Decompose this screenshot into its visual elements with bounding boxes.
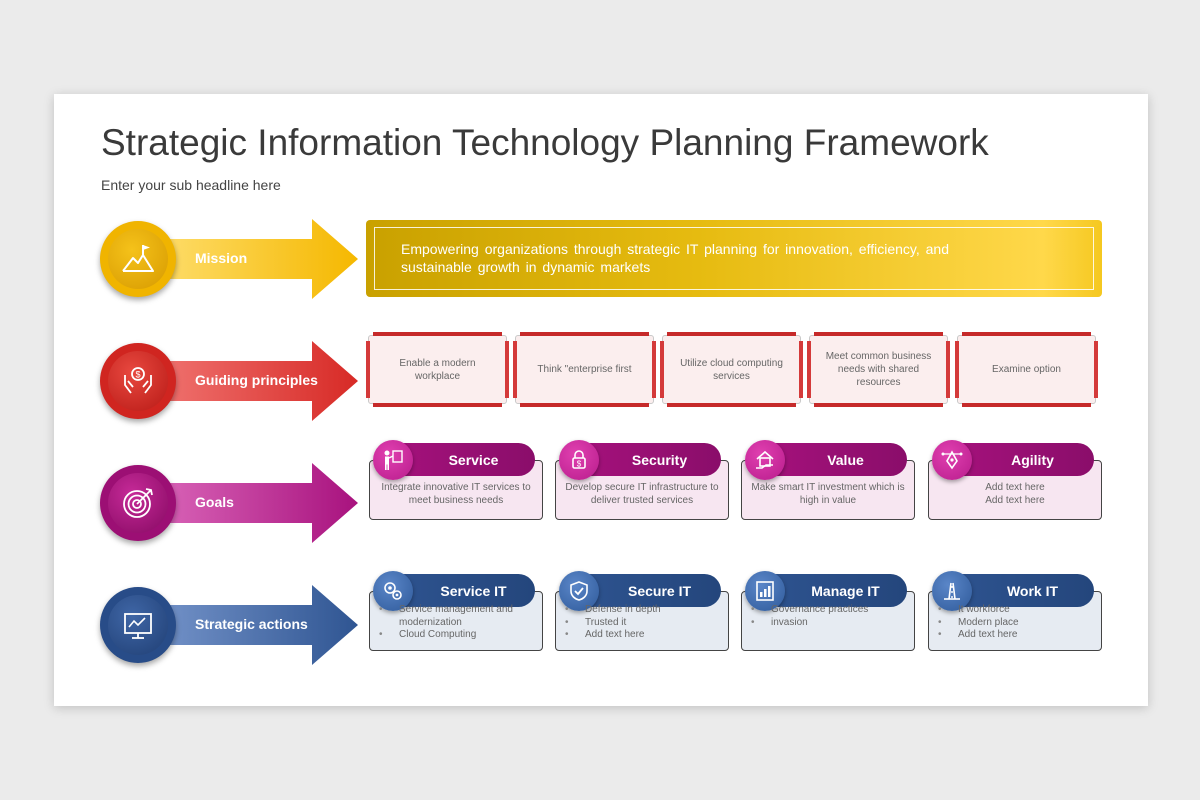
goal-desc: Integrate innovative IT services to meet… bbox=[381, 482, 531, 506]
actions-arrow bbox=[130, 585, 358, 665]
principle-box-1: Enable a modern workplace bbox=[366, 332, 509, 407]
list-item: Add text here bbox=[565, 629, 723, 642]
principle-text: Meet common business needs with shared r… bbox=[809, 335, 948, 404]
principle-text: Examine option bbox=[957, 335, 1096, 404]
principles-arrow bbox=[130, 341, 358, 421]
action-list: Service management and modernization Clo… bbox=[379, 604, 537, 642]
principle-box-3: Utilize cloud computing services bbox=[660, 332, 803, 407]
row-label-strategic-actions: Strategic actions bbox=[100, 585, 358, 665]
row-label-text: Mission bbox=[195, 250, 248, 266]
goal-card-service: Service Integrate innovative IT services… bbox=[369, 440, 543, 520]
row-label-goals: Goals bbox=[100, 463, 358, 543]
presentation-board-icon bbox=[124, 613, 152, 639]
row-label-text: Guiding principles bbox=[195, 372, 318, 388]
list-item: invasion bbox=[751, 617, 909, 630]
mission-frame bbox=[374, 227, 1094, 290]
action-card-work-it: Work IT It workforce Modern place Add te… bbox=[928, 571, 1102, 651]
page-subtitle: Enter your sub headline here bbox=[101, 177, 281, 193]
mission-arrow bbox=[130, 219, 358, 299]
goals-circle bbox=[100, 465, 176, 541]
row-label-guiding-principles: $ Guiding principles bbox=[100, 341, 358, 421]
list-item: Cloud Computing bbox=[379, 629, 537, 642]
principle-text: Enable a modern workplace bbox=[368, 335, 507, 404]
action-card-manage-it: Manage IT Governance practices invasion bbox=[741, 571, 915, 651]
principle-box-5: Examine option bbox=[955, 332, 1098, 407]
list-item: Governance practices bbox=[751, 604, 909, 617]
principle-box-4: Meet common business needs with shared r… bbox=[807, 332, 950, 407]
target-icon bbox=[123, 488, 153, 518]
hands-money-icon: $ bbox=[124, 367, 152, 394]
principle-text: Utilize cloud computing services bbox=[662, 335, 801, 404]
principles-circle: $ bbox=[100, 343, 176, 419]
mountain-flag-icon bbox=[122, 245, 154, 272]
presenter-icon bbox=[373, 440, 413, 480]
goal-card-agility: Agility Add text here Add text here bbox=[928, 440, 1102, 520]
house-hand-icon bbox=[745, 440, 785, 480]
goals-arrow bbox=[130, 463, 358, 543]
goal-card-value: Value Make smart IT investment which is … bbox=[741, 440, 915, 520]
action-card-secure-it: Secure IT Defense in depth Trusted it Ad… bbox=[555, 571, 729, 651]
list-item: Trusted it bbox=[565, 617, 723, 630]
list-item: Defense in depth bbox=[565, 604, 723, 617]
row-label-mission: Mission bbox=[100, 219, 358, 299]
mission-text: Empowering organizations through strateg… bbox=[401, 241, 949, 275]
pen-tool-icon bbox=[932, 440, 972, 480]
list-item: Add text here bbox=[938, 629, 1096, 642]
action-list: Defense in depth Trusted it Add text her… bbox=[565, 604, 723, 642]
list-item: It workforce bbox=[938, 604, 1096, 617]
list-item: Modern place bbox=[938, 617, 1096, 630]
goal-desc: Develop secure IT infrastructure to deli… bbox=[565, 482, 719, 506]
principle-box-2: Think "enterprise first bbox=[513, 332, 656, 407]
actions-circle bbox=[100, 587, 176, 663]
action-list: Governance practices invasion bbox=[751, 604, 909, 629]
row-label-text: Strategic actions bbox=[195, 616, 308, 632]
slide: Strategic Information Technology Plannin… bbox=[54, 94, 1148, 706]
mission-circle bbox=[100, 221, 176, 297]
mission-banner: Empowering organizations through strateg… bbox=[366, 220, 1102, 297]
action-card-service-it: Service IT Service management and modern… bbox=[369, 571, 543, 651]
action-list: It workforce Modern place Add text here bbox=[938, 604, 1096, 642]
svg-text:$: $ bbox=[135, 370, 140, 380]
principle-text: Think "enterprise first bbox=[515, 335, 654, 404]
lock-shield-icon: $ bbox=[559, 440, 599, 480]
goal-card-security: Security $ Develop secure IT infrastruct… bbox=[555, 440, 729, 520]
svg-text:$: $ bbox=[577, 460, 582, 469]
page-title: Strategic Information Technology Plannin… bbox=[101, 122, 989, 163]
goal-desc: Add text here Add text here bbox=[985, 482, 1045, 506]
goal-desc: Make smart IT investment which is high i… bbox=[751, 482, 905, 506]
row-label-text: Goals bbox=[195, 494, 234, 510]
list-item: Service management and modernization bbox=[379, 604, 537, 629]
